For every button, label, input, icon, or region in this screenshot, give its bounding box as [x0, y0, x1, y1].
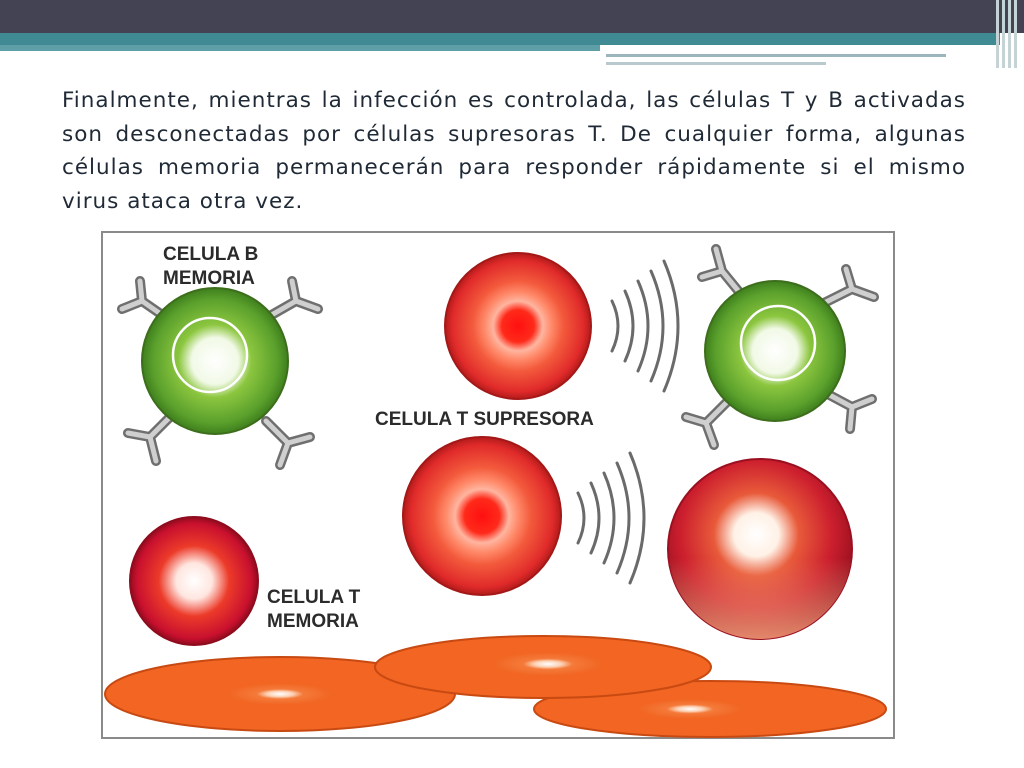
header-accent-line [606, 54, 946, 57]
b-cell-right [681, 244, 879, 450]
signal-waves-bottom [576, 451, 646, 585]
header-bar [0, 0, 1024, 33]
header-right-stripes [994, 0, 1024, 68]
t-suppressor-cell-top [444, 252, 592, 400]
label-b-memory-line1: CELULA B [163, 244, 258, 265]
orange-cells [104, 635, 887, 738]
immune-cells-figure: CELULA B MEMORIA CELULA T SUPRESORA CELU… [101, 231, 895, 739]
header-teal-band-secondary [0, 45, 600, 51]
b-memory-cell [117, 276, 323, 470]
signal-waves-top [610, 259, 680, 393]
t-memory-cell [129, 516, 259, 646]
header-teal-band [0, 33, 1000, 45]
t-suppressor-cell-middle [402, 436, 562, 596]
header-accent-line-short [606, 62, 826, 65]
label-t-suppressor: CELULA T SUPRESORA [375, 409, 594, 430]
label-t-memory-line1: CELULA T [267, 587, 361, 608]
label-t-memory-line2: MEMORIA [267, 611, 359, 632]
label-b-memory-line2: MEMORIA [163, 268, 255, 289]
slide-paragraph: Finalmente, mientras la infección es con… [62, 88, 966, 214]
large-red-cell [667, 458, 853, 640]
